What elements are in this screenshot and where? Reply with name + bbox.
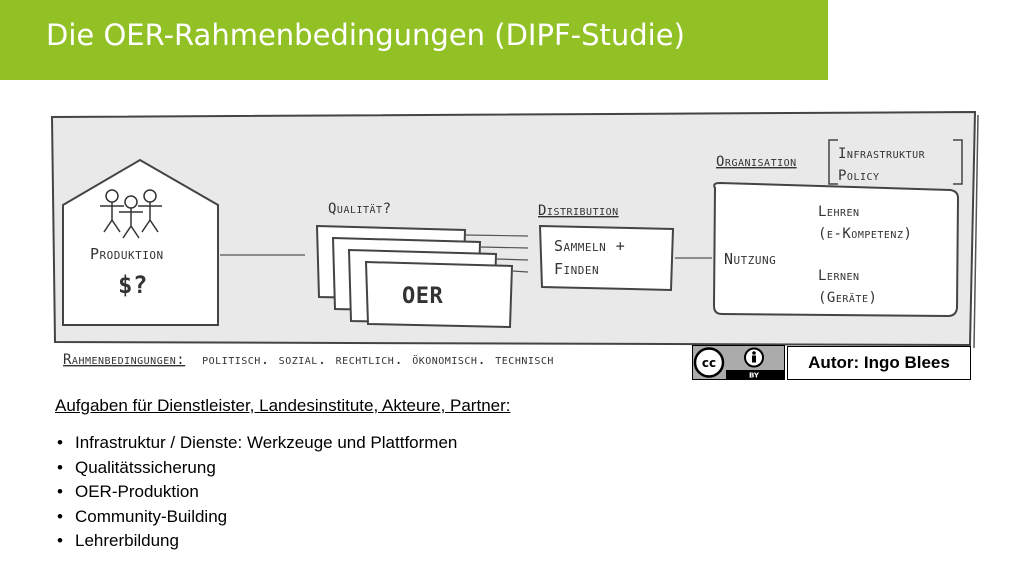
author-label: Autor: Ingo Blees [808,353,950,372]
lernen-line2: (Geräte) [818,290,877,306]
tasks-heading: Aufgaben für Dienstleister, Landesinstit… [55,396,511,415]
frame-right-edge [973,114,979,349]
author-box: Autor: Ingo Blees [787,346,971,380]
oer-label: OER [402,284,443,309]
creative-commons-icon: cc [693,347,725,378]
slide-title: Die OER-Rahmenbedingungen (DIPF-Studie) [46,18,685,52]
by-label: BY [749,372,760,380]
sammeln-line2: Finden [554,260,599,278]
cc-by-license-badge: cc BY [692,345,785,380]
attribution-icon [744,347,764,368]
organisation-bracket-left [828,139,838,185]
distribution-label: Distribution [538,203,619,219]
sammeln-line1: Sammeln + [554,237,625,255]
rahmenbedingungen-caption: Rahmenbedingungen: politisch. sozial. re… [63,352,554,368]
produktion-house [62,158,219,326]
nutzung-label: Nutzung [724,250,776,268]
list-item: OER-Produktion [55,480,457,505]
lehren-line1: Lehren [818,204,860,220]
people-stick-figures [100,189,162,239]
produktion-cost: $? [118,271,148,299]
distribution-box [538,224,675,292]
rahmen-items: politisch. sozial. rechtlich. ökonomisch… [202,352,554,368]
infrastruktur-label: Infrastruktur [838,146,926,162]
list-item: Infrastruktur / Dienste: Werkzeuge und P… [55,431,457,456]
list-item: Qualitätssicherung [55,456,457,481]
tasks-list: Infrastruktur / Dienste: Werkzeuge und P… [55,431,457,554]
produktion-label: Produktion [90,245,164,263]
organisation-bracket-right [953,139,963,185]
title-bar: Die OER-Rahmenbedingungen (DIPF-Studie) [0,0,828,80]
policy-label: Policy [838,168,880,184]
nutzung-box [712,181,960,318]
rahmen-label: Rahmenbedingungen: [63,352,185,368]
oer-card-stack [315,224,514,329]
list-item: Community-Building [55,505,457,530]
organisation-label: Organisation [716,154,797,170]
oer-distribution-lines [464,234,529,273]
list-item: Lehrerbildung [55,529,457,554]
svg-text:cc: cc [702,356,716,370]
lehren-line2: (e-Kompetenz) [818,226,912,242]
lernen-line1: Lernen [818,268,860,284]
qualitaet-label: Qualität? [328,201,392,217]
